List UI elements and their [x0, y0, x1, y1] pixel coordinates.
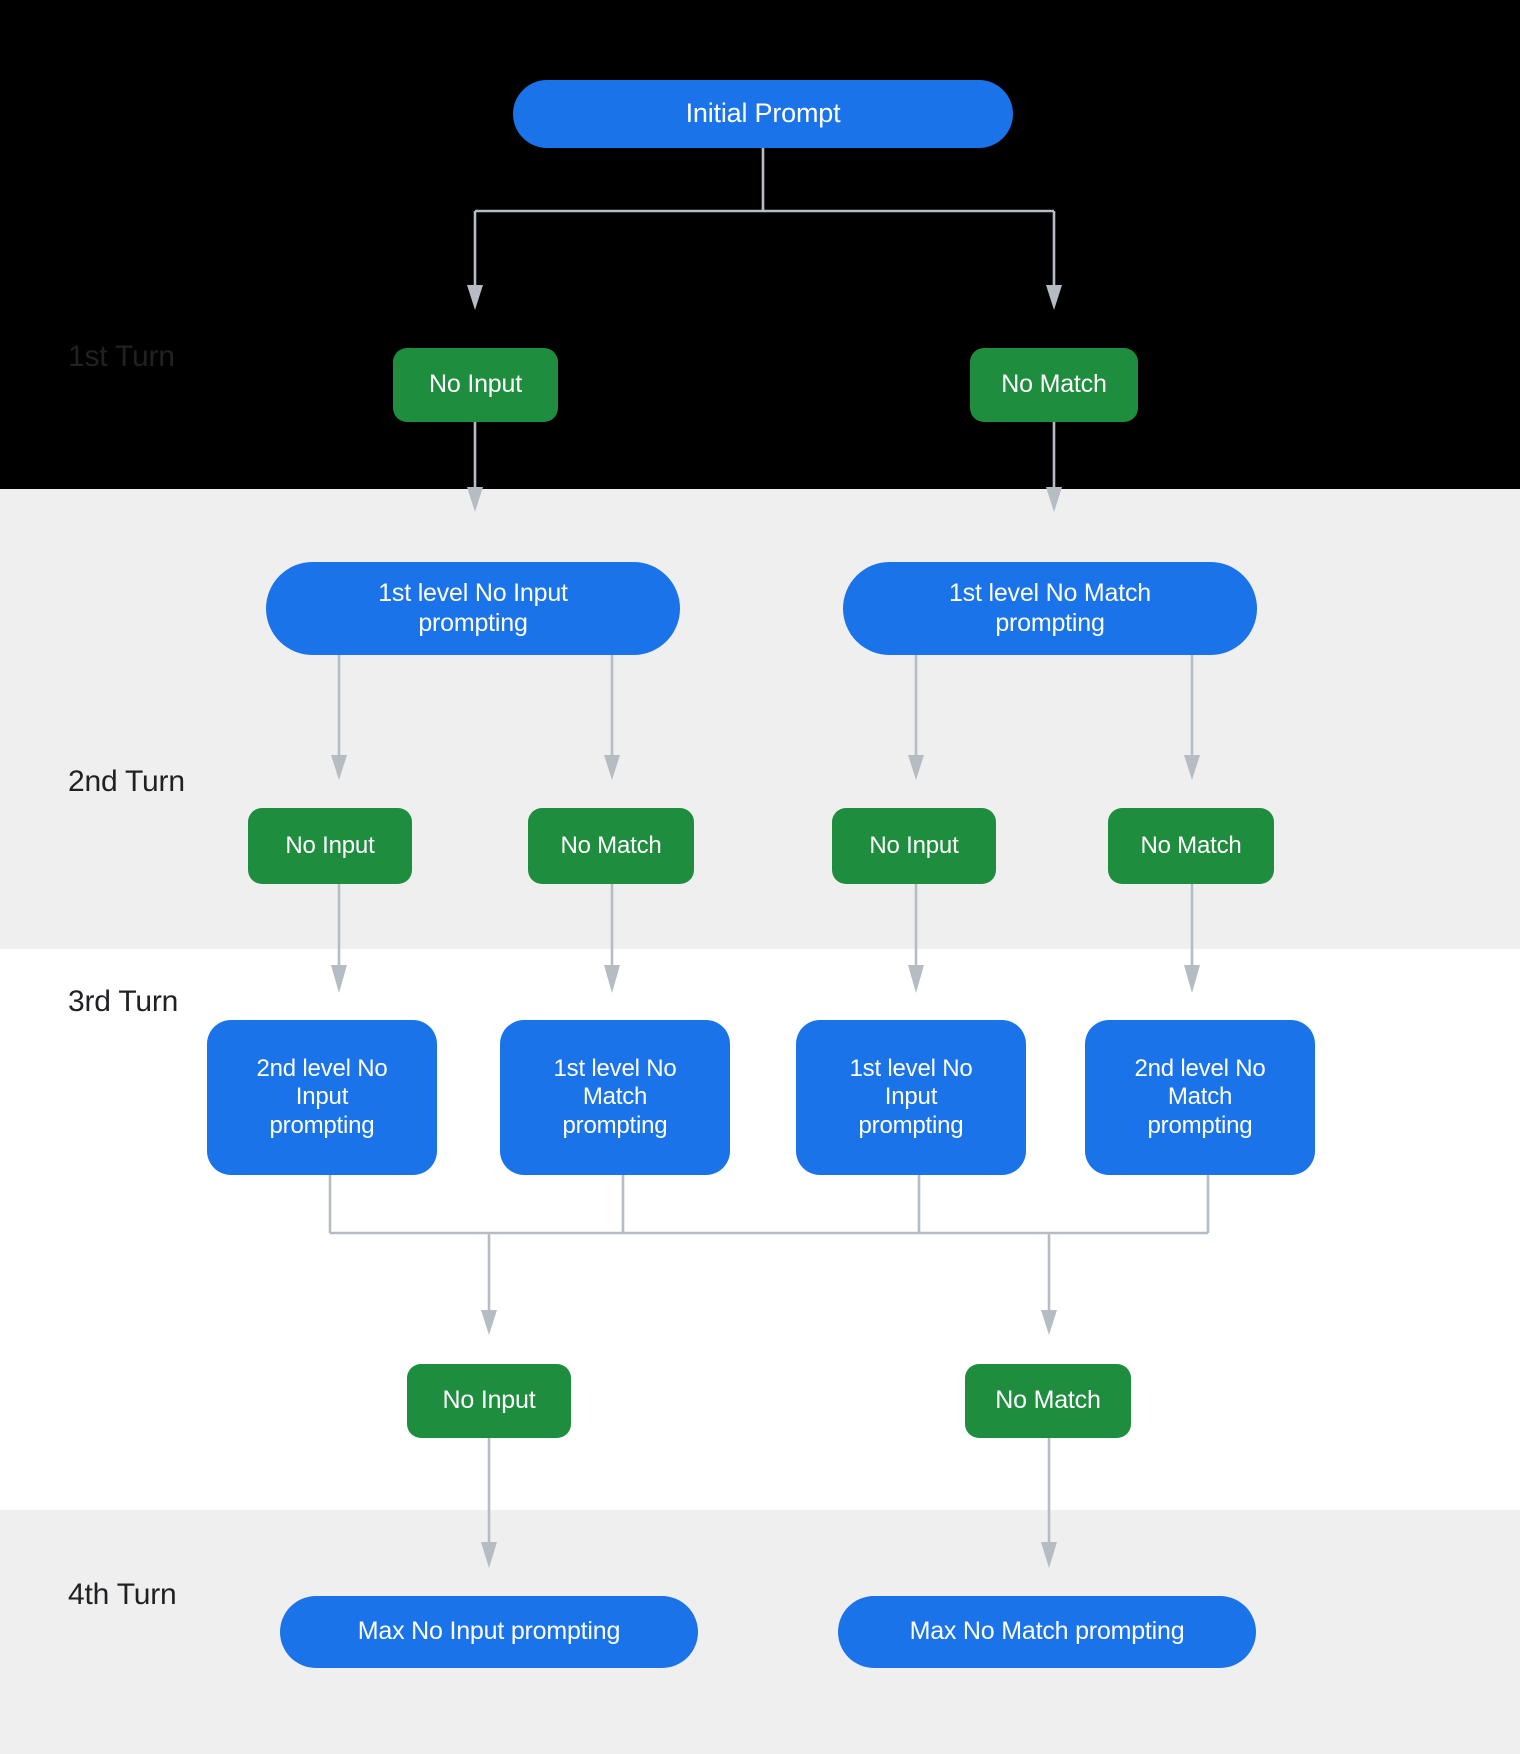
node-line-3: prompting	[562, 1111, 668, 1139]
turn-label-4th: 4th Turn	[68, 1578, 177, 1611]
node-line-2: prompting	[418, 608, 528, 637]
turn-label-3rd: 3rd Turn	[68, 985, 179, 1018]
node-line-3: prompting	[269, 1111, 375, 1139]
node-2nd-turn-no-input-b[interactable]: No Input	[832, 808, 996, 884]
band-2nd-turn	[0, 489, 1520, 949]
node-line-3: prompting	[858, 1111, 964, 1139]
node-3rd-turn-no-input[interactable]: No Input	[407, 1364, 571, 1438]
node-line-2: prompting	[995, 608, 1105, 637]
node-line-2: Match	[582, 1083, 648, 1111]
node-initial-prompt[interactable]: Initial Prompt	[513, 80, 1013, 148]
node-3rd-turn-prompt-1[interactable]: 2nd level No Input prompting	[207, 1020, 437, 1175]
node-3rd-turn-prompt-4[interactable]: 2nd level No Match prompting	[1085, 1020, 1315, 1175]
node-3rd-turn-prompt-3[interactable]: 1st level No Input prompting	[796, 1020, 1026, 1175]
node-2nd-turn-prompt-no-input[interactable]: 1st level No Input prompting	[266, 562, 680, 655]
node-line-1: 1st level No	[553, 1055, 677, 1083]
band-4th-turn	[0, 1510, 1520, 1754]
node-2nd-turn-no-input-a[interactable]: No Input	[248, 808, 412, 884]
node-line-1: 1st level No	[849, 1055, 973, 1083]
node-3rd-turn-prompt-2[interactable]: 1st level No Match prompting	[500, 1020, 730, 1175]
node-2nd-turn-prompt-no-match[interactable]: 1st level No Match prompting	[843, 562, 1257, 655]
node-1st-turn-no-input[interactable]: No Input	[393, 348, 558, 422]
node-line-1: 1st level No Match	[948, 579, 1152, 607]
node-line-3: prompting	[1147, 1111, 1253, 1139]
node-line-1: 2nd level No	[256, 1055, 388, 1083]
node-line-1: 2nd level No	[1134, 1055, 1266, 1083]
turn-label-2nd: 2nd Turn	[68, 765, 185, 798]
node-4th-turn-max-no-input[interactable]: Max No Input prompting	[280, 1596, 698, 1668]
node-1st-turn-no-match[interactable]: No Match	[970, 348, 1138, 422]
node-line-1: 1st level No Input	[378, 579, 568, 607]
band-1st-turn	[0, 0, 1520, 489]
node-line-2: Match	[1167, 1083, 1233, 1111]
node-4th-turn-max-no-match[interactable]: Max No Match prompting	[838, 1596, 1256, 1668]
node-line-2: Input	[884, 1083, 938, 1111]
turn-label-1st: 1st Turn	[68, 340, 175, 373]
node-line-2: Input	[295, 1083, 349, 1111]
node-2nd-turn-no-match-a[interactable]: No Match	[528, 808, 694, 884]
node-3rd-turn-no-match[interactable]: No Match	[965, 1364, 1131, 1438]
node-2nd-turn-no-match-b[interactable]: No Match	[1108, 808, 1274, 884]
